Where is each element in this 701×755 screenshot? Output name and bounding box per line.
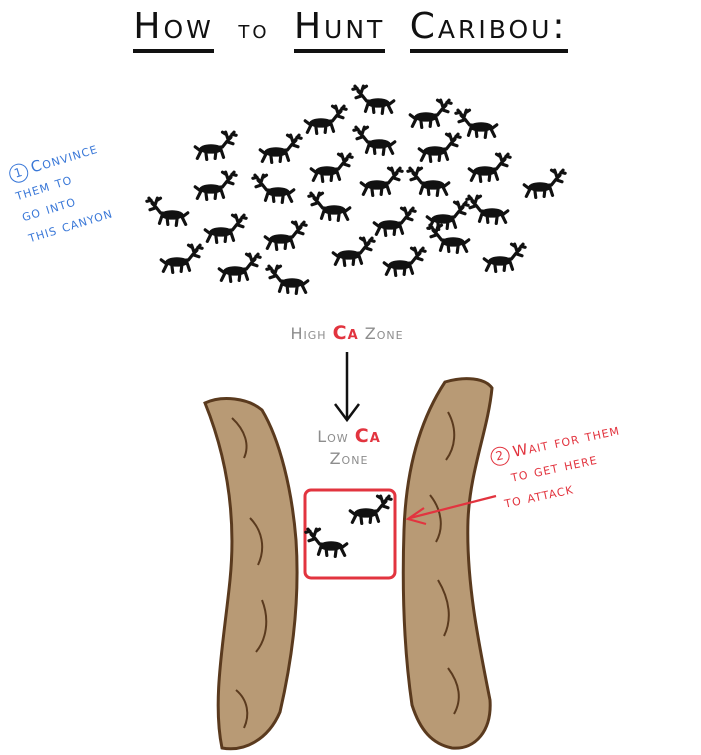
caribou-icon [311,154,352,181]
caribou-icon [195,132,236,159]
caribou-icon [260,135,301,162]
caribou-icon [353,86,394,113]
caribou-icon [205,215,246,242]
caribou-icon [469,154,510,181]
low-zone-suffix: Zone [294,448,404,470]
caribou-icon [354,127,395,154]
high-ca-zone-label: High Ca Zone [262,322,432,344]
caribou-icon [408,168,449,195]
caribou-icon [267,266,308,293]
caribou-icon [305,106,346,133]
low-zone-ca: Ca [355,425,381,447]
caribou-icon [333,238,374,265]
caribou-icon [524,170,565,197]
high-zone-ca: Ca [333,322,359,344]
caribou-icon [484,244,525,271]
caribou-icon [306,529,347,556]
caribou-icon [219,254,260,281]
caribou-icon [427,202,468,229]
high-zone-suffix: Zone [365,324,404,343]
caribou-icon [419,134,460,161]
caribou-icon [374,208,415,235]
caribou-icon [253,175,294,202]
low-ca-zone-label: Low Ca Zone [294,425,404,470]
caribou-icon [265,222,306,249]
caribou-icon [309,193,350,220]
caribou-icon [161,245,202,272]
high-zone-prefix: High [290,324,326,343]
caribou-icon [410,100,451,127]
caribou-icon [350,496,391,523]
caribou-icon [467,196,508,223]
caribou-icon [456,110,497,137]
caribou-icon [195,172,236,199]
low-zone-prefix: Low [317,427,348,446]
canyon-wall-left [205,399,297,749]
caribou-icon [361,168,402,195]
caribou-icon [384,248,425,275]
canyon-wall-right [403,379,492,749]
